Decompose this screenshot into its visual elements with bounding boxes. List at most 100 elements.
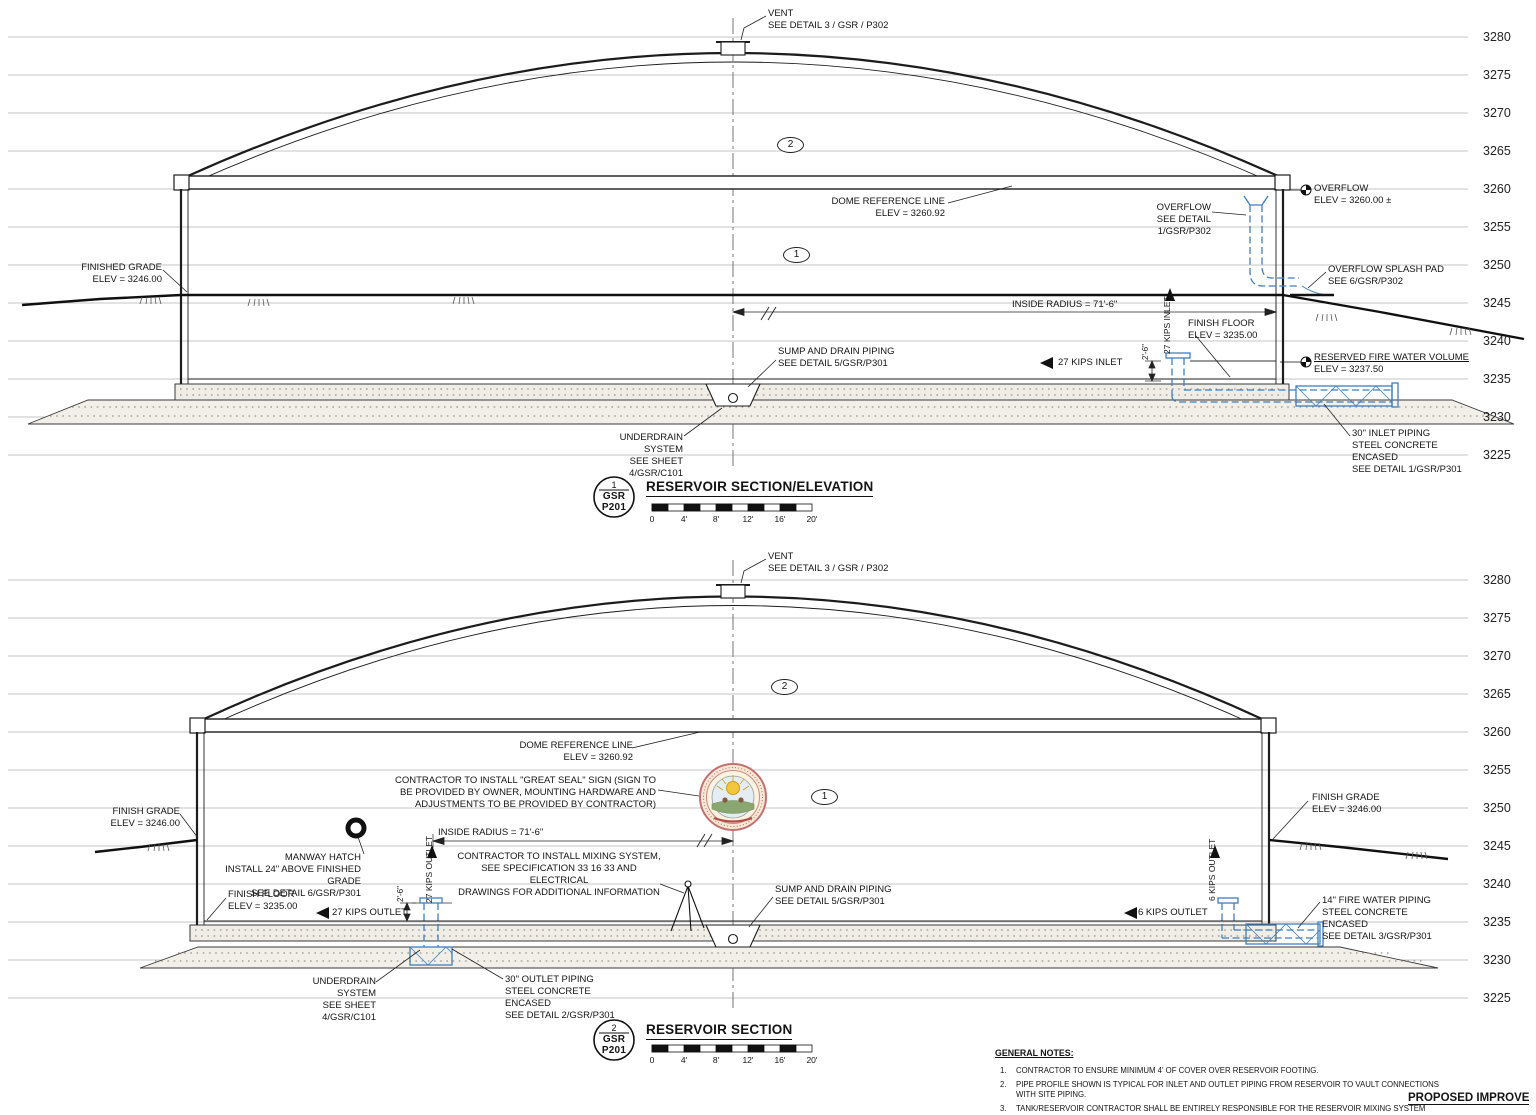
- scale-tick: 4': [680, 514, 688, 524]
- elevation-label: 3260: [1483, 725, 1511, 739]
- s1-marker-1: 1: [783, 247, 810, 263]
- s2-inside-radius-label: INSIDE RADIUS = 71'-6": [438, 827, 544, 838]
- elevation-label: 3270: [1483, 106, 1511, 120]
- elevation-label: 3265: [1483, 144, 1511, 158]
- s1-foundation: [27, 383, 1515, 425]
- s1-inside-radius-label: INSIDE RADIUS = 71'-6": [1012, 299, 1118, 310]
- scale-tick: 8': [712, 514, 720, 524]
- s1-finish-floor-label: FINISH FLOOR ELEV = 3235.00: [1188, 318, 1258, 342]
- s2-outlet27-flow-label: 27 KIPS OUTLET: [332, 907, 407, 918]
- scale-tick: 20': [806, 1055, 818, 1065]
- s2-outlet6-flow-arrow: [1124, 907, 1137, 919]
- s2-outlet6-flow-label: 6 KIPS OUTLET: [1138, 907, 1208, 918]
- s2-callout-ref: GSR: [602, 1034, 626, 1045]
- s2-marker-1: 1: [811, 789, 838, 805]
- s1-callout-sheet: P201: [601, 502, 627, 513]
- scale-tick: 20': [806, 514, 818, 524]
- s2-underdrain-label: UNDERDRAIN SYSTEM SEE SHEET 4/GSR/C101: [312, 976, 376, 1024]
- s2-finish-grade-right-label: FINISH GRADE ELEV = 3246.00: [1312, 792, 1382, 816]
- elevation-label: 3240: [1483, 334, 1511, 348]
- elevation-label: 3240: [1483, 877, 1511, 891]
- s2-outlet-piping-label: 30" OUTLET PIPING STEEL CONCRETE ENCASED…: [505, 974, 615, 1022]
- s2-marker-2: 2: [771, 679, 798, 695]
- elevation-label: 3270: [1483, 649, 1511, 663]
- s1-dome-reference-label: DOME REFERENCE LINE ELEV = 3260.92: [831, 196, 946, 220]
- s2-outlet27-riser-arrow: [427, 845, 437, 858]
- s2-callout-sheet: P201: [601, 1045, 627, 1056]
- scale-tick: 4': [680, 1055, 688, 1065]
- note-text: PIPE PROFILE SHOWN IS TYPICAL FOR INLET …: [1016, 1080, 1439, 1100]
- title-callouts: [593, 476, 635, 1061]
- elevation-label: 3275: [1483, 611, 1511, 625]
- s1-leaders: [162, 15, 1351, 437]
- elevation-label: 3235: [1483, 915, 1511, 929]
- scale-tick: 0: [649, 1055, 655, 1065]
- s2-outlet27-flow-arrow: [316, 907, 329, 919]
- s1-callout-ref: GSR: [602, 491, 626, 502]
- s2-vent-graphic: [720, 584, 746, 599]
- s2-grade-line: [94, 838, 1449, 861]
- s2-fire-water-piping-label: 14" FIRE WATER PIPING STEEL CONCRETE ENC…: [1322, 895, 1432, 943]
- s1-piping: [1165, 195, 1399, 408]
- s1-inlet-flow-label: 27 KIPS INLET: [1058, 357, 1123, 368]
- scale-tick: 16': [774, 1055, 786, 1065]
- s1-grass-hatch: [139, 296, 1472, 336]
- elevation-label: 3225: [1483, 991, 1511, 1005]
- note-number: 1.: [1000, 1066, 1007, 1075]
- s2-grass-hatch: [147, 842, 1428, 860]
- note-number: 2.: [1000, 1080, 1007, 1089]
- s1-sump-label: SUMP AND DRAIN PIPING SEE DETAIL 5/GSR/P…: [778, 346, 895, 370]
- s1-overflow-splash-label: OVERFLOW SPLASH PAD SEE 6/GSR/P302: [1328, 264, 1444, 288]
- elevation-label: 3230: [1483, 953, 1511, 967]
- elevation-label: 3245: [1483, 839, 1511, 853]
- s2-piping: [409, 897, 1324, 966]
- s2-vent-label: VENT SEE DETAIL 3 / GSR / P302: [768, 551, 889, 575]
- proposed-improvements-heading: PROPOSED IMPROVE: [1408, 1092, 1530, 1105]
- s2-dome-reference-label: DOME REFERENCE LINE ELEV = 3260.92: [519, 740, 634, 764]
- elevation-label: 3225: [1483, 448, 1511, 462]
- note-number: 3.: [1000, 1104, 1007, 1113]
- s1-fire-water-elev-label: ELEV = 3237.50: [1314, 364, 1384, 375]
- elevation-label: 3235: [1483, 372, 1511, 386]
- s1-fire-water-title-label: RESERVED FIRE WATER VOLUME: [1314, 352, 1470, 363]
- general-notes-heading: GENERAL NOTES:: [995, 1048, 1074, 1058]
- s2-leaders: [179, 558, 1321, 983]
- s2-sump-label: SUMP AND DRAIN PIPING SEE DETAIL 5/GSR/P…: [775, 884, 892, 908]
- elevation-label: 3245: [1483, 296, 1511, 310]
- s1-finished-grade-label: FINISHED GRADE ELEV = 3246.00: [81, 262, 162, 286]
- mixing-tripod-icon: [670, 880, 705, 932]
- scale-bars: [651, 503, 813, 1053]
- s2-outlet6-riser-label: 6 KIPS OUTLET: [1207, 838, 1217, 901]
- manway-hatch-icon: [345, 817, 367, 839]
- elevation-label: 3255: [1483, 220, 1511, 234]
- s2-manway-label: MANWAY HATCH INSTALL 24" ABOVE FINISHED …: [225, 852, 361, 900]
- scale-tick: 8': [712, 1055, 720, 1065]
- note-text: CONTRACTOR TO ENSURE MINIMUM 4' OF COVER…: [1016, 1066, 1319, 1075]
- elevation-label: 3280: [1483, 573, 1511, 587]
- general-note: 1. CONTRACTOR TO ENSURE MINIMUM 4' OF CO…: [1000, 1066, 1446, 1076]
- general-note: 2. PIPE PROFILE SHOWN IS TYPICAL FOR INL…: [1000, 1080, 1446, 1100]
- s1-grade-line: [21, 293, 1525, 341]
- s1-vent-graphic: [720, 41, 746, 56]
- s2-great-seal-label: CONTRACTOR TO INSTALL "GREAT SEAL" SIGN …: [394, 775, 656, 811]
- elevation-label: 3280: [1483, 30, 1511, 44]
- s1-vent-label: VENT SEE DETAIL 3 / GSR / P302: [768, 8, 889, 32]
- s1-dimensions: [731, 184, 1312, 383]
- elevation-label: 3250: [1483, 801, 1511, 815]
- scale-tick: 16': [774, 514, 786, 524]
- s2-drawing-title: RESERVOIR SECTION: [646, 1022, 793, 1040]
- s2-mixing-label: CONTRACTOR TO INSTALL MIXING SYSTEM, SEE…: [457, 851, 661, 899]
- s1-inlet-riser-arrow: [1165, 288, 1175, 301]
- s1-callout-number: 1: [611, 480, 617, 490]
- s1-drawing-title: RESERVOIR SECTION/ELEVATION: [646, 479, 874, 497]
- note-text: TANK/RESERVOIR CONTRACTOR SHALL BE ENTIR…: [1016, 1104, 1426, 1113]
- s1-tank: [173, 41, 1291, 384]
- s2-tank: [189, 584, 1277, 925]
- s2-finish-floor-label: FINISH FLOOR ELEV = 3235.00: [228, 889, 298, 913]
- s1-underdrain-label: UNDERDRAIN SYSTEM SEE SHEET 4/GSR/C101: [619, 432, 683, 480]
- s2-foundation: [139, 924, 1439, 969]
- s1-overflow-detail-label: OVERFLOW SEE DETAIL 1/GSR/P302: [1156, 202, 1211, 238]
- s2-outlet6-riser-arrow: [1210, 845, 1220, 858]
